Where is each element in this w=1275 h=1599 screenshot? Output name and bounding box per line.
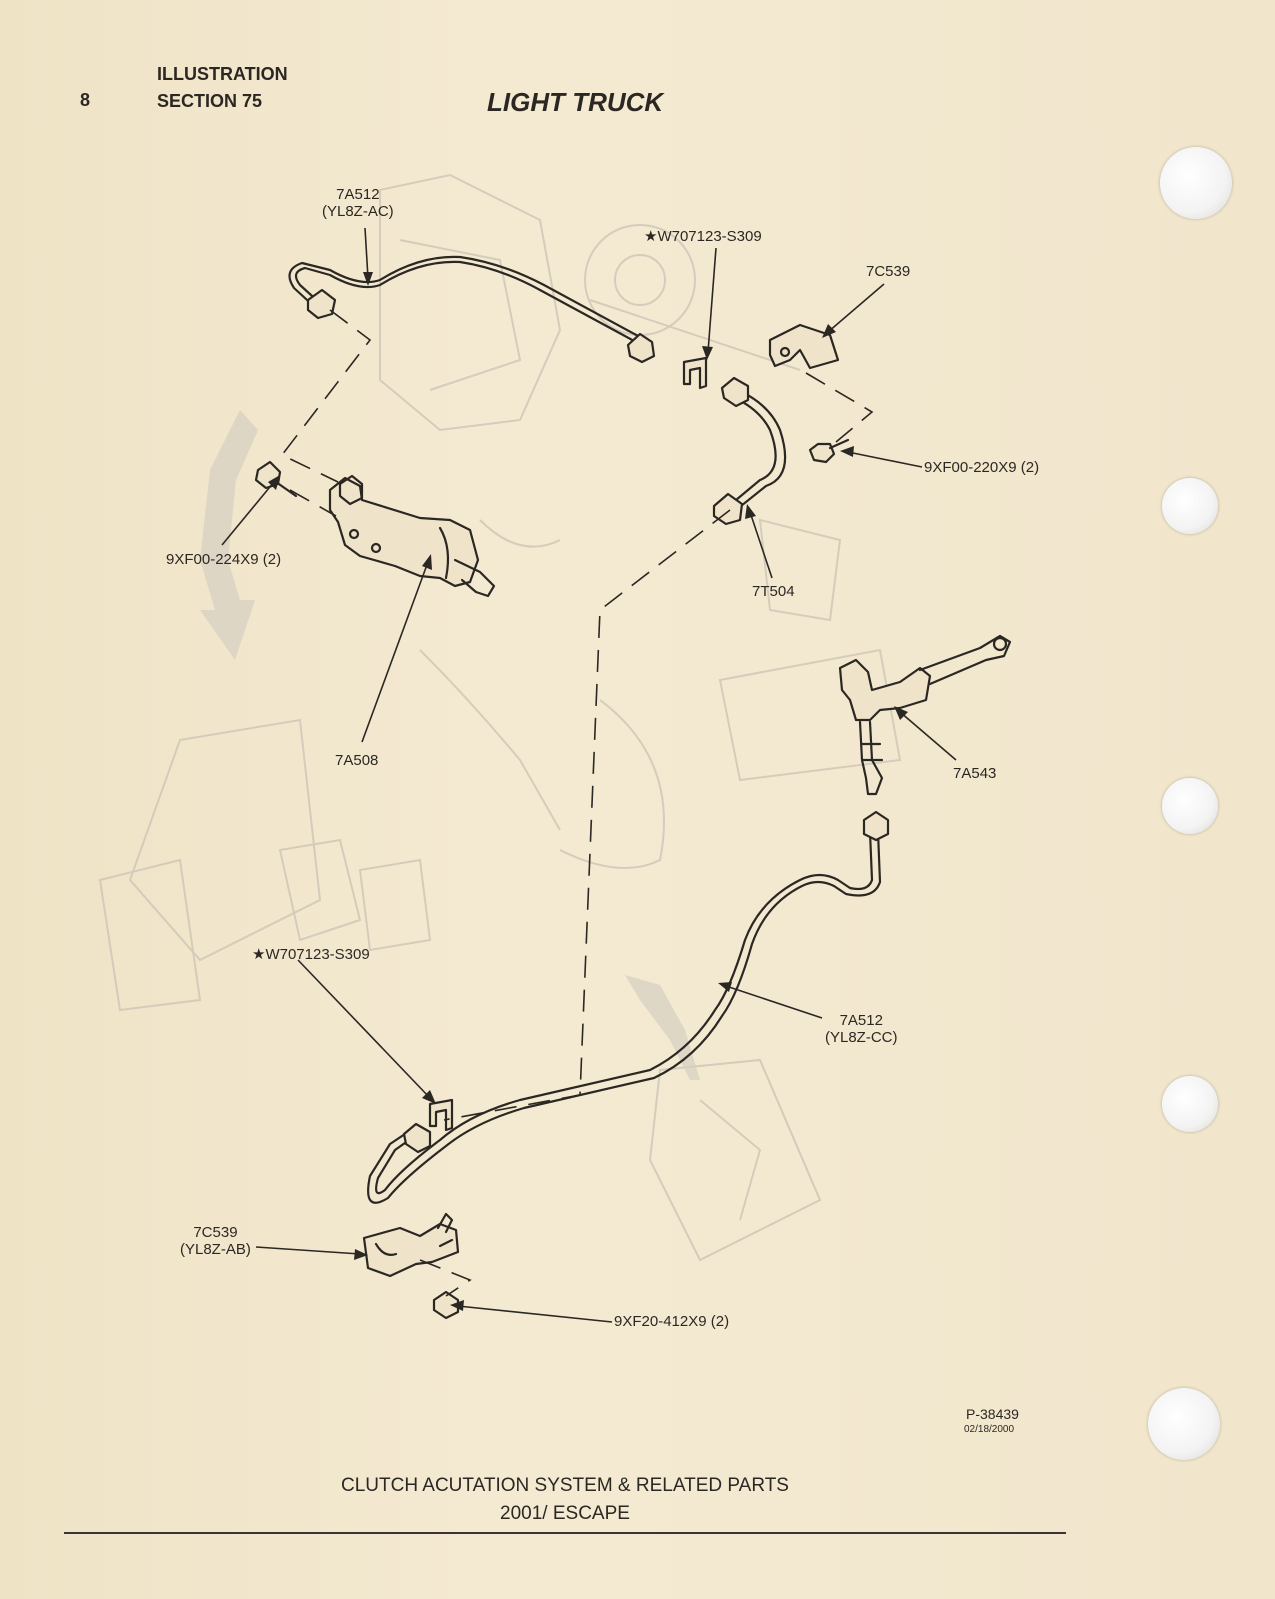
binder-hole (1162, 478, 1218, 534)
bolt-right-drawing (808, 438, 850, 464)
section-label: SECTION 75 (157, 91, 263, 111)
callout-bracket-lower: 7C539 (YL8Z-AB) (180, 1224, 251, 1258)
binder-hole (1160, 147, 1232, 219)
callout-bracket-lower-part: 7C539 (193, 1224, 238, 1241)
ghost-arrows (200, 410, 700, 1080)
assembly-dashed-lines (280, 309, 874, 1297)
clip-upper-drawing (682, 356, 708, 390)
callout-clip-upper: ★W707123-S309 (644, 228, 762, 245)
figure-date: 02/18/2000 (964, 1424, 1015, 1435)
page-title: LIGHT TRUCK (487, 87, 664, 117)
callout-bolt-left: 9XF00-224X9 (2) (166, 551, 282, 568)
footer-rule (64, 1532, 1066, 1534)
footer-model: 2001/ ESCAPE (500, 1503, 630, 1524)
lower-line-fitting-bottom (402, 1122, 432, 1154)
leader-arrowheads (268, 272, 908, 1311)
callout-upper-line-part: 7A512 (336, 186, 380, 203)
callout-bracket-lower-code: (YL8Z-AB) (180, 1241, 251, 1258)
bracket-lower-drawing (362, 1222, 460, 1278)
ghost-background-drawing (98, 173, 902, 1262)
callout-master-cylinder: 7A543 (953, 765, 997, 782)
upper-line-fitting-left (306, 288, 337, 320)
callout-lower-line-code: (YL8Z-CC) (825, 1029, 898, 1046)
callout-slave-cylinder: 7A508 (335, 752, 379, 769)
nut-lower-drawing (432, 1290, 460, 1320)
upper-line-fitting-right (626, 332, 656, 364)
callout-lower-line: 7A512 (YL8Z-CC) (825, 1012, 898, 1046)
callout-upper-line-code: (YL8Z-AC) (322, 203, 394, 220)
slave-cylinder-drawing (328, 476, 480, 588)
binder-hole (1162, 778, 1218, 834)
callout-upper-line: 7A512 (YL8Z-AC) (322, 186, 394, 220)
binder-hole (1148, 1388, 1220, 1460)
callout-clip-lower: ★W707123-S309 (252, 946, 370, 963)
figure-id: P-38439 (966, 1406, 1019, 1422)
lower-line-fitting-top (862, 810, 890, 842)
bracket-upper-drawing (768, 323, 840, 370)
illustration-label: ILLUSTRATION (157, 64, 288, 84)
hose-drawing (728, 396, 777, 507)
master-cylinder-drawing (838, 658, 932, 722)
leader-lines (221, 227, 957, 1323)
callout-nut-lower: 9XF20-412X9 (2) (614, 1313, 730, 1330)
callout-bracket-upper: 7C539 (866, 263, 911, 280)
callout-lower-line-part: 7A512 (839, 1012, 883, 1029)
clip-lower-drawing (428, 1098, 454, 1132)
callout-hose: 7T504 (752, 583, 795, 600)
binder-hole (1162, 1076, 1218, 1132)
lower-line (375, 830, 874, 1195)
footer-caption: CLUTCH ACUTATION SYSTEM & RELATED PARTS (341, 1475, 789, 1496)
callout-bolt-right: 9XF00-220X9 (2) (924, 459, 1040, 476)
upper-line (294, 260, 638, 344)
page-number: 8 (80, 90, 91, 110)
